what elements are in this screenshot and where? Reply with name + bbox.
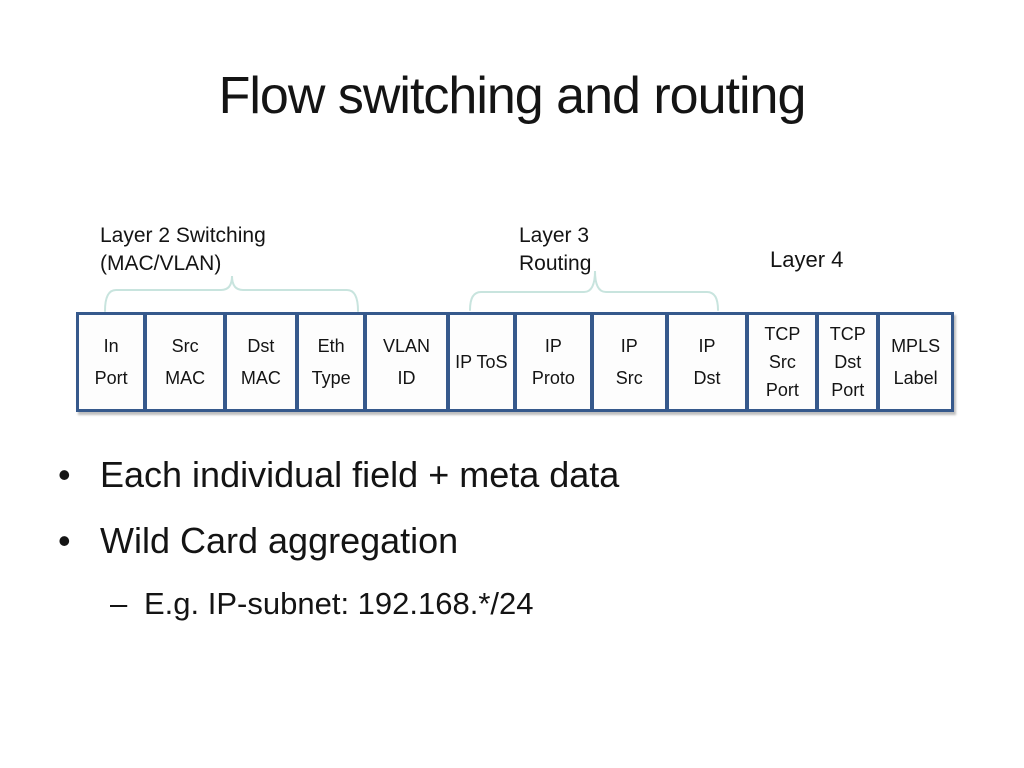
field-line: Dst [693, 368, 721, 388]
field-line: Src [171, 336, 199, 356]
bullet-text: E.g. IP-subnet: 192.168.*/24 [144, 586, 534, 621]
slide-title: Flow switching and routing [218, 67, 807, 125]
field-ip-proto: IP Proto [517, 315, 594, 409]
field-line: Port [765, 380, 799, 400]
field-ip-tos: IP ToS [450, 315, 518, 409]
layer3-routing-label: Layer 3 Routing [519, 222, 591, 278]
field-line: VLAN [382, 336, 430, 356]
bullet-item: • Wild Card aggregation [58, 516, 619, 566]
field-ip-dst: IP Dst [669, 315, 750, 409]
bullet-text: Each individual field + meta data [100, 454, 620, 495]
field-line: TCP [829, 324, 866, 344]
field-line: IP ToS [455, 352, 508, 372]
bullet-list: • Each individual field + meta data • Wild … [58, 450, 619, 626]
field-line: TCP [764, 324, 801, 344]
field-line: IP [544, 336, 562, 356]
layer2-brace-icon [104, 275, 359, 312]
field-ip-src: IP Src [594, 315, 669, 409]
field-vlan-id: VLAN ID [367, 315, 450, 409]
layer2-switching-label: Layer 2 Switching (MAC/VLAN) [100, 222, 266, 278]
field-line: Label [893, 368, 938, 388]
field-line: Eth [317, 336, 345, 356]
bullet-marker: • [58, 520, 71, 561]
layer2-label-line2: (MAC/VLAN) [100, 252, 222, 275]
layer3-label-line2: Routing [519, 252, 592, 275]
field-line: MAC [165, 368, 206, 388]
layer2-label-line1: Layer 2 Switching [100, 224, 266, 247]
field-line: IP [698, 336, 716, 356]
bullet-item: • Each individual field + meta data [58, 450, 619, 500]
field-line: Type [311, 368, 351, 388]
layer3-label-line1: Layer 3 [519, 224, 590, 247]
field-line: Dst [247, 336, 275, 356]
field-line: MAC [240, 368, 281, 388]
field-line: Src [615, 368, 643, 388]
field-line: Src [768, 352, 796, 372]
field-line: Port [94, 368, 128, 388]
field-mpls-label: MPLS Label [880, 315, 951, 409]
field-line: IP [620, 336, 638, 356]
bullet-item: –E.g. IP-subnet: 192.168.*/24 [110, 582, 619, 626]
field-line: Proto [531, 368, 575, 388]
field-line: MPLS [891, 336, 941, 356]
field-line: In [103, 336, 119, 356]
bullet-marker: – [110, 586, 128, 621]
field-line: Port [831, 380, 865, 400]
layer3-brace-icon [469, 270, 719, 311]
field-line: Dst [834, 352, 862, 372]
bullet-marker: • [58, 454, 71, 495]
field-line: ID [397, 368, 416, 388]
layer4-label: Layer 4 [770, 247, 844, 272]
bullet-text: Wild Card aggregation [100, 520, 459, 561]
